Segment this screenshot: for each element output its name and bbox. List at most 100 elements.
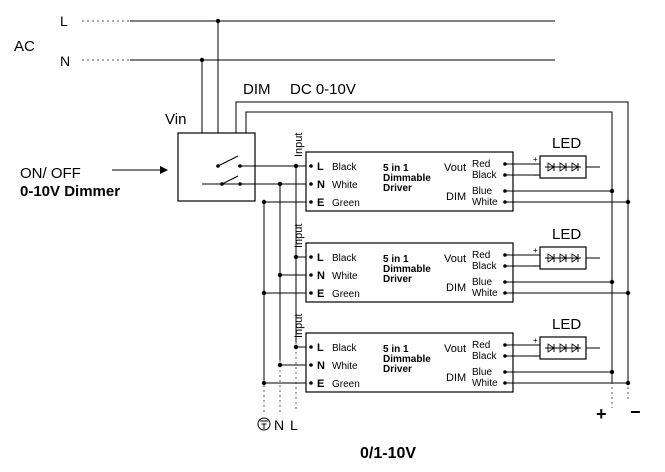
- input-label: Input: [293, 133, 305, 157]
- terminal-color: Black: [332, 162, 357, 173]
- terminal-letter: N: [317, 270, 325, 282]
- terminal-dot: [309, 255, 313, 259]
- terminal-dot: [309, 164, 313, 168]
- driver-box: [305, 332, 514, 393]
- terminal-color: Green: [332, 198, 360, 209]
- driver-title-line: Driver: [383, 183, 412, 194]
- output-color: White: [472, 378, 498, 389]
- dim-minus-junction: [625, 199, 631, 205]
- driver-title-line: 5 in 1: [383, 344, 409, 355]
- terminal-letter: E: [317, 197, 324, 209]
- led-minus-sign: −: [533, 352, 538, 361]
- terminal-color: White: [332, 361, 358, 372]
- dim-port-label: DIM: [446, 372, 466, 384]
- ac-label: AC: [14, 38, 35, 55]
- terminal-color: Green: [332, 289, 360, 300]
- dim-bus-inner: [245, 111, 613, 382]
- terminal-letter: L: [317, 252, 324, 264]
- output-color: Red: [472, 159, 490, 170]
- led-plus-sign: +: [533, 155, 538, 164]
- output-plus-sign: +: [596, 404, 607, 424]
- switch-n: [221, 175, 239, 185]
- led-plus-sign: +: [533, 246, 538, 255]
- bottom-n-label: N: [274, 417, 284, 433]
- led-label: LED: [552, 226, 581, 243]
- terminal-color: White: [332, 271, 358, 282]
- dim-bus-outer: [235, 101, 629, 382]
- input-junction: [261, 199, 267, 205]
- terminal-color: White: [332, 180, 358, 191]
- ground-icon: [257, 417, 271, 431]
- switch-l: [217, 155, 239, 167]
- input-junction: [277, 362, 283, 368]
- input-junction: [293, 254, 299, 260]
- terminal-letter: L: [317, 161, 324, 173]
- dim-port-label: DIM: [446, 282, 466, 294]
- output-minus-sign: −: [630, 402, 641, 422]
- dim-label: DIM: [243, 81, 271, 98]
- driver-title-line: Dimmable: [383, 264, 431, 275]
- output-color: White: [472, 288, 498, 299]
- input-label: Input: [293, 314, 305, 338]
- vout-label: Vout: [444, 253, 466, 265]
- led-label: LED: [552, 316, 581, 333]
- output-color: Blue: [472, 277, 492, 288]
- terminal-letter: E: [317, 378, 324, 390]
- caption: 0/1-10V: [360, 445, 416, 462]
- led-minus-sign: −: [533, 262, 538, 271]
- input-label: Input: [293, 224, 305, 248]
- dim-plus-junction: [609, 188, 615, 194]
- terminal-dot: [309, 363, 313, 367]
- dimmer-label-1: ON/ OFF: [20, 165, 81, 182]
- input-junction: [277, 272, 283, 278]
- terminal-color: Black: [332, 343, 357, 354]
- line-n-label: N: [60, 53, 70, 69]
- terminal-letter: N: [317, 179, 325, 191]
- output-color: Red: [472, 340, 490, 351]
- dim-minus-junction: [625, 380, 631, 386]
- line-l-label: L: [60, 13, 68, 29]
- bottom-l-label: L: [290, 417, 298, 433]
- output-color: Black: [472, 170, 497, 181]
- arrow-head-icon: [160, 166, 168, 174]
- output-color: Blue: [472, 186, 492, 197]
- output-color: Black: [472, 261, 497, 272]
- output-color: Red: [472, 250, 490, 261]
- terminal-dot: [309, 182, 313, 186]
- terminal-color: Green: [332, 379, 360, 390]
- vout-label: Vout: [444, 343, 466, 355]
- terminal-dot: [309, 200, 313, 204]
- driver-title-line: 5 in 1: [383, 163, 409, 174]
- dim-minus-junction: [625, 290, 631, 296]
- vout-label: Vout: [444, 162, 466, 174]
- dim-plus-junction: [609, 369, 615, 375]
- driver-title-line: Dimmable: [383, 354, 431, 365]
- vin-label: Vin: [165, 111, 186, 128]
- terminal-letter: N: [317, 360, 325, 372]
- input-junction: [293, 163, 299, 169]
- dim-port-label: DIM: [446, 191, 466, 203]
- input-junction: [261, 290, 267, 296]
- driver-title-line: Dimmable: [383, 173, 431, 184]
- driver-box: [305, 151, 514, 212]
- led-plus-sign: +: [533, 336, 538, 345]
- terminal-dot: [309, 291, 313, 295]
- driver-title-line: Driver: [383, 364, 412, 375]
- driver-box: [305, 242, 514, 303]
- terminal-letter: E: [317, 288, 324, 300]
- terminal-letter: L: [317, 342, 324, 354]
- terminal-dot: [309, 345, 313, 349]
- output-color: Black: [472, 351, 497, 362]
- input-junction: [293, 344, 299, 350]
- terminal-dot: [309, 381, 313, 385]
- dim-plus-junction: [609, 279, 615, 285]
- terminal-dot: [309, 273, 313, 277]
- dimmer-box: [177, 132, 256, 202]
- driver-title-line: Driver: [383, 274, 412, 285]
- dc-label: DC 0-10V: [290, 81, 356, 98]
- output-color: Blue: [472, 367, 492, 378]
- led-minus-sign: −: [533, 171, 538, 180]
